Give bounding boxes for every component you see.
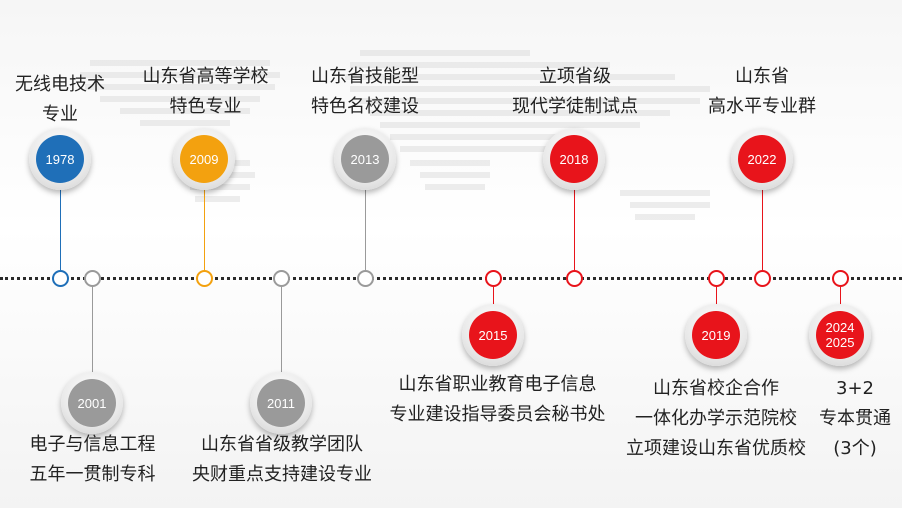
timeline-dot-2013 (357, 270, 374, 287)
milestone-label-2009: 山东省高等学校 特色专业 (142, 66, 269, 117)
year-badge-2001: 2001 (61, 372, 123, 434)
timeline-dot-2001 (84, 270, 101, 287)
stem-2024-2025 (840, 287, 841, 305)
timeline-dot-1978 (52, 270, 69, 287)
timeline-dot-2019 (708, 270, 725, 287)
year-text: 2009 (189, 151, 219, 167)
milestone-label-2022: 山东省 高水平专业群 (708, 66, 816, 117)
milestone-label-2013: 山东省技能型 特色名校建设 (311, 66, 419, 117)
timeline-dot-2011 (273, 270, 290, 287)
timeline-dot-2022 (754, 270, 771, 287)
timeline-dot-2018 (566, 270, 583, 287)
year-badge-2015: 2015 (462, 304, 524, 366)
year-text: 2001 (77, 395, 107, 411)
year-badge-1978: 1978 (29, 128, 91, 190)
stem-2018 (574, 188, 575, 270)
year-text: 2018 (559, 151, 589, 167)
stem-1978 (60, 188, 61, 270)
milestone-label-2019: 山东省校企合作 一体化办学示范院校 立项建设山东省优质校 (626, 378, 806, 459)
milestone-label-2024-2025: 3+2 专本贯通 (3个) (819, 378, 891, 459)
year-badge-2022: 2022 (731, 128, 793, 190)
milestone-label-2018: 立项省级 现代学徒制试点 (512, 66, 638, 117)
stem-2022 (762, 188, 763, 270)
year-text: 2013 (350, 151, 380, 167)
stem-2001 (92, 287, 93, 373)
stem-2011 (281, 287, 282, 373)
milestone-label-1978: 无线电技术 专业 (15, 74, 105, 125)
timeline-axis (0, 277, 902, 280)
year-badge-2018: 2018 (543, 128, 605, 190)
milestone-label-2001: 电子与信息工程 五年一贯制专科 (29, 434, 156, 485)
stem-2009 (204, 188, 205, 270)
year-badge-2009: 2009 (173, 128, 235, 190)
year-text: 1978 (45, 151, 75, 167)
year-badge-2013: 2013 (334, 128, 396, 190)
year-badge-2019: 2019 (685, 304, 747, 366)
milestone-label-2011: 山东省省级教学团队 央财重点支持建设专业 (192, 434, 372, 485)
year-text: 2022 (747, 151, 777, 167)
stem-2015 (493, 287, 494, 305)
year-text: 2011 (267, 395, 295, 411)
year-text: 2015 (478, 327, 508, 343)
year-badge-2011: 2011 (250, 372, 312, 434)
year-badge-2024-2025: 2024 2025 (809, 304, 871, 366)
year-text: 2019 (701, 327, 731, 343)
year-text: 2024 2025 (825, 320, 855, 350)
stem-2013 (365, 188, 366, 270)
timeline-dot-2015 (485, 270, 502, 287)
milestone-label-2015: 山东省职业教育电子信息 专业建设指导委员会秘书处 (389, 374, 606, 425)
timeline-dot-2009 (196, 270, 213, 287)
timeline-dot-2024-2025 (832, 270, 849, 287)
stem-2019 (716, 287, 717, 305)
